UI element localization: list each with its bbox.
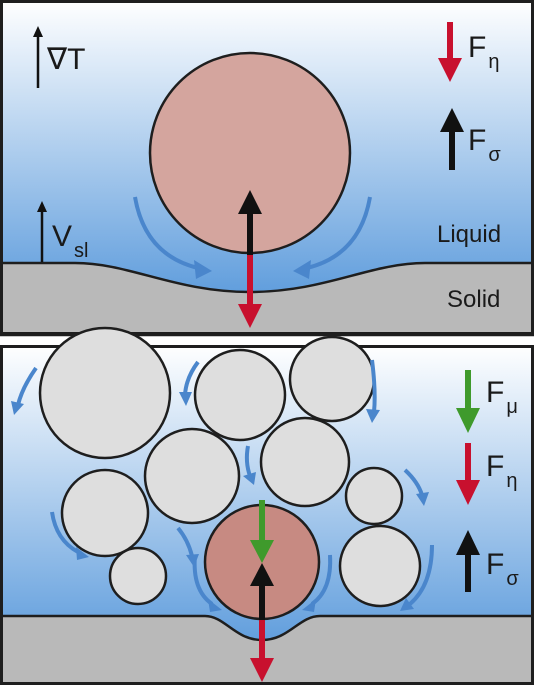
flow-arrow-head (11, 401, 24, 415)
flow-arrow (16, 366, 38, 406)
mu-force-main: F (486, 376, 505, 409)
temperature-gradient-label: ∇T (47, 43, 86, 76)
top-panel-frame (0, 0, 534, 335)
flow-arrow-head (76, 547, 89, 560)
viscous-force-sub-bottom: η (506, 470, 518, 492)
viscous-force-main-bottom: F (486, 450, 505, 483)
gray-particle (108, 546, 168, 606)
bottom-panel-frame (0, 345, 534, 685)
flow-arrow (50, 511, 80, 554)
viscous-force-main: F (468, 31, 487, 64)
flow-arrow-head (179, 392, 192, 406)
gray-particle (143, 427, 241, 525)
surface-force-main: F (468, 124, 487, 157)
gray-particle (259, 416, 351, 508)
flow-arrow-head (186, 554, 199, 567)
bottom-panel (0, 326, 534, 685)
flow-arrow-head (366, 409, 380, 423)
flow-arrow (370, 359, 377, 413)
surface-force-arrow-head (238, 190, 262, 214)
bottom-solid-substrate (0, 614, 534, 685)
flow-arrow-left-head (194, 260, 212, 279)
flow-arrow (408, 544, 434, 606)
velocity-label-main: V (52, 220, 73, 253)
surface-force-main-bottom: F (486, 548, 505, 581)
gray-particle (338, 524, 422, 608)
temperature-gradient-arrow-head (33, 26, 43, 37)
flow-arrow-left (133, 196, 199, 270)
surface-force-arrow-head (250, 563, 274, 586)
gray-particle (60, 468, 150, 558)
flow-arrow-right (306, 196, 372, 270)
gray-particle (288, 335, 376, 423)
viscous-force-arrow-head (238, 304, 262, 328)
legend-viscous-arrow-head (456, 480, 480, 505)
surface-force-sub: σ (488, 144, 501, 166)
legend-mu-arrow-head (456, 408, 480, 433)
gray-particle (38, 326, 172, 460)
velocity-label-sub: sl (74, 240, 89, 262)
top-panel (0, 0, 534, 337)
liquid-label: Liquid (437, 221, 502, 248)
legend-surface-arrow-head (456, 530, 480, 555)
flow-arrow (403, 468, 424, 496)
flow-arrow (176, 526, 194, 557)
flow-arrow-heads (11, 392, 429, 612)
flow-arrow-right-head (293, 260, 311, 279)
gray-particle (344, 466, 404, 526)
flow-arrow (244, 445, 252, 477)
flow-arrow-head (302, 599, 316, 612)
velocity-arrow-head (37, 201, 47, 212)
flow-arrow-head (416, 492, 429, 506)
flow-arrow-head (243, 472, 256, 485)
legend-surface-arrow-head (440, 108, 464, 132)
viscous-force-arrow-head (250, 658, 274, 682)
surface-force-sub-bottom: σ (506, 568, 519, 590)
legend-viscous-arrow-head (438, 58, 462, 82)
flow-arrow-head (400, 598, 414, 611)
mu-force-sub: μ (506, 396, 518, 418)
mu-force-arrow-head (250, 540, 274, 563)
gray-particle (193, 348, 287, 442)
flow-arrow-head (208, 599, 222, 612)
top-solid-substrate (0, 261, 534, 337)
solid-label: Solid (447, 286, 501, 313)
viscous-force-sub: η (488, 51, 500, 73)
